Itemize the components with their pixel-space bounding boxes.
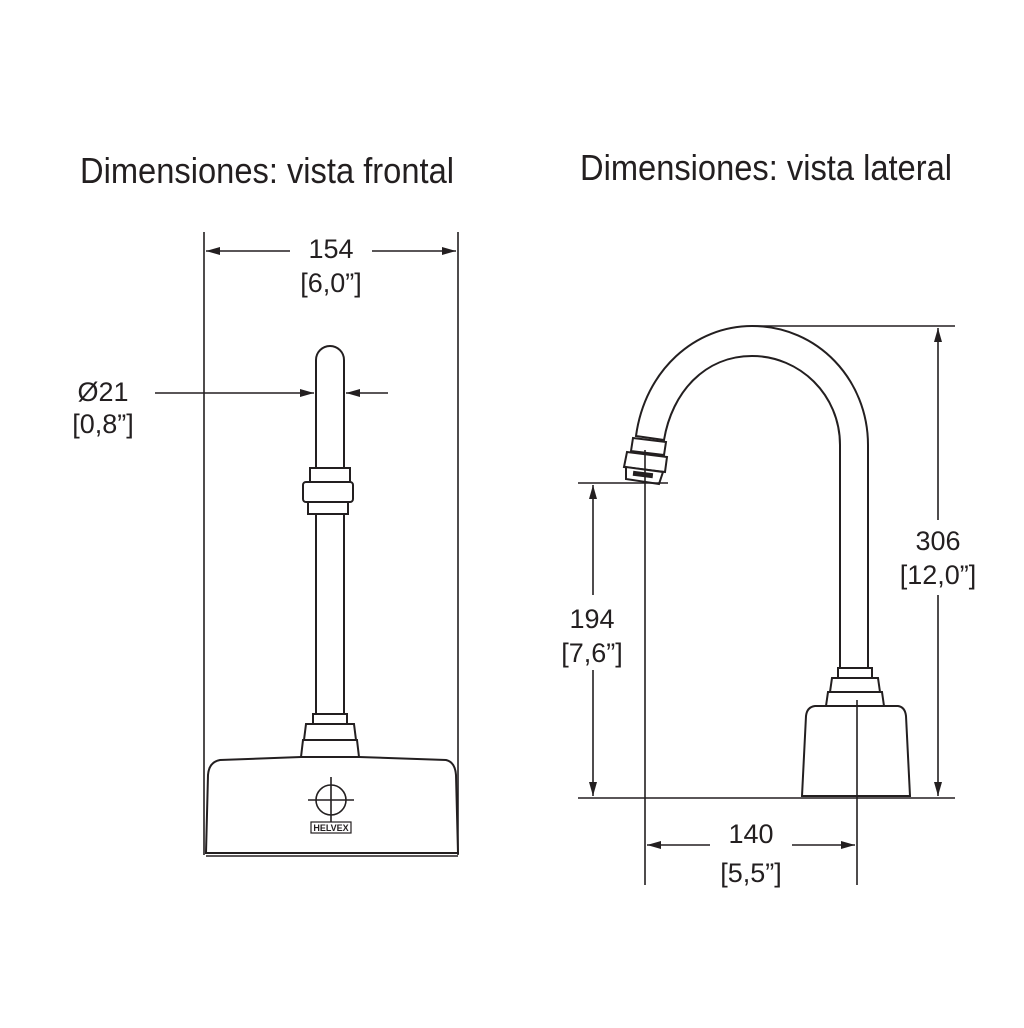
aerator-ring-top <box>309 467 351 483</box>
diameter-mm-label: Ø21 <box>77 377 128 407</box>
reach-in-label: [5,5”] <box>720 858 782 888</box>
width-in-label: [6,0”] <box>300 268 362 298</box>
base-body <box>800 705 912 797</box>
aerator-outlet <box>632 470 654 479</box>
front-view-title: Dimensiones: vista frontal <box>80 150 454 191</box>
collar-top <box>837 667 873 679</box>
gooseneck-spout <box>634 324 869 673</box>
collar-middle <box>828 677 882 693</box>
width-mm-label: 154 <box>308 234 353 264</box>
collar-top <box>312 713 348 725</box>
reach-mm-label: 140 <box>728 819 773 849</box>
height-mm-label: 306 <box>915 526 960 556</box>
collar-bottom <box>299 739 361 758</box>
outlet-height-mm-label: 194 <box>569 604 614 634</box>
aerator-tip <box>307 501 349 515</box>
collar-middle <box>302 723 358 741</box>
outlet-height-in-label: [7,6”] <box>561 638 623 668</box>
collar-bottom <box>824 691 886 707</box>
brand-logo-text: HELVEX <box>313 823 348 833</box>
base-body <box>204 756 460 854</box>
side-view: 306 [12,0”] 194 [7,6”] 140 [5,5”] <box>561 324 977 888</box>
aerator-ring-top <box>629 436 668 457</box>
spout-tube <box>315 345 345 721</box>
height-in-label: [12,0”] <box>900 560 977 590</box>
side-view-title: Dimensiones: vista lateral <box>580 147 952 188</box>
front-view: 154 [6,0”] Ø21 [0,8”] HELVEX <box>72 232 460 857</box>
aerator-ring <box>302 481 354 503</box>
diameter-in-label: [0,8”] <box>72 409 134 439</box>
brand-logo <box>310 821 352 834</box>
